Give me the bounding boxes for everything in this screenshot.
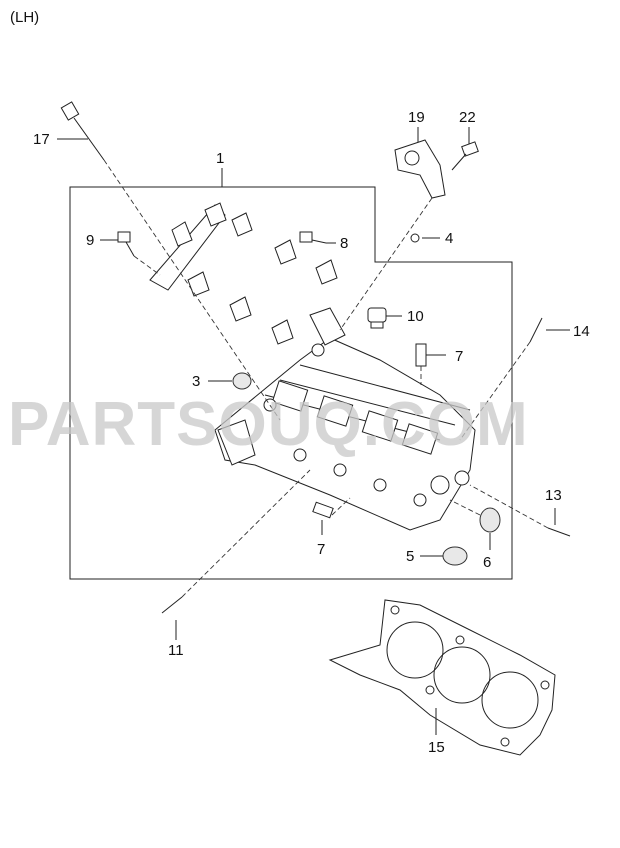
callout-14: 14 [573, 323, 590, 340]
seal-5 [442, 546, 468, 566]
callout-7-upper: 7 [455, 348, 463, 365]
dash-9 [133, 255, 161, 276]
callout-8: 8 [340, 235, 348, 252]
callout-22: 22 [459, 109, 476, 126]
camshaft-bearing-caps [149, 202, 338, 345]
stud-11 [161, 596, 183, 614]
callout-1: 1 [216, 150, 224, 167]
assembly-outline [69, 186, 513, 580]
callout-5: 5 [406, 548, 414, 565]
callout-3: 3 [192, 373, 200, 390]
stud-14 [529, 317, 543, 343]
dash-19 [339, 197, 433, 331]
dowel-7-lower [312, 501, 334, 519]
callout-13: 13 [545, 487, 562, 504]
dash-11 [181, 469, 311, 598]
dowel-4 [410, 233, 420, 243]
plug-3 [232, 372, 252, 390]
cylinder-head [214, 307, 476, 531]
watermark: PARTSOUQ.COM [8, 390, 529, 459]
callout-11: 11 [168, 642, 184, 659]
ring-6 [479, 507, 501, 533]
bracket-19 [394, 139, 446, 199]
callout-7-lower: 7 [317, 541, 325, 558]
dash-13 [469, 484, 549, 529]
dash-7b [331, 497, 351, 516]
bolt-9 [117, 231, 135, 257]
callout-17: 17 [33, 131, 50, 148]
callout-9: 9 [86, 232, 94, 249]
callout-6: 6 [483, 554, 491, 571]
plug-10 [367, 307, 387, 329]
dowel-7-upper [415, 343, 427, 367]
dash-14 [459, 341, 531, 441]
stud-13 [547, 527, 571, 537]
callout-10: 10 [407, 308, 424, 325]
variant-label: (LH) [10, 9, 39, 26]
bolt-22 [451, 141, 479, 171]
callout-15: 15 [428, 739, 445, 756]
head-gasket-15 [328, 599, 556, 756]
dash-17 [103, 159, 281, 421]
dash-6 [449, 499, 481, 516]
bolt-8 [299, 231, 327, 244]
callout-19: 19 [408, 109, 425, 126]
callout-4: 4 [445, 230, 453, 247]
head-bolt-17 [60, 101, 105, 161]
